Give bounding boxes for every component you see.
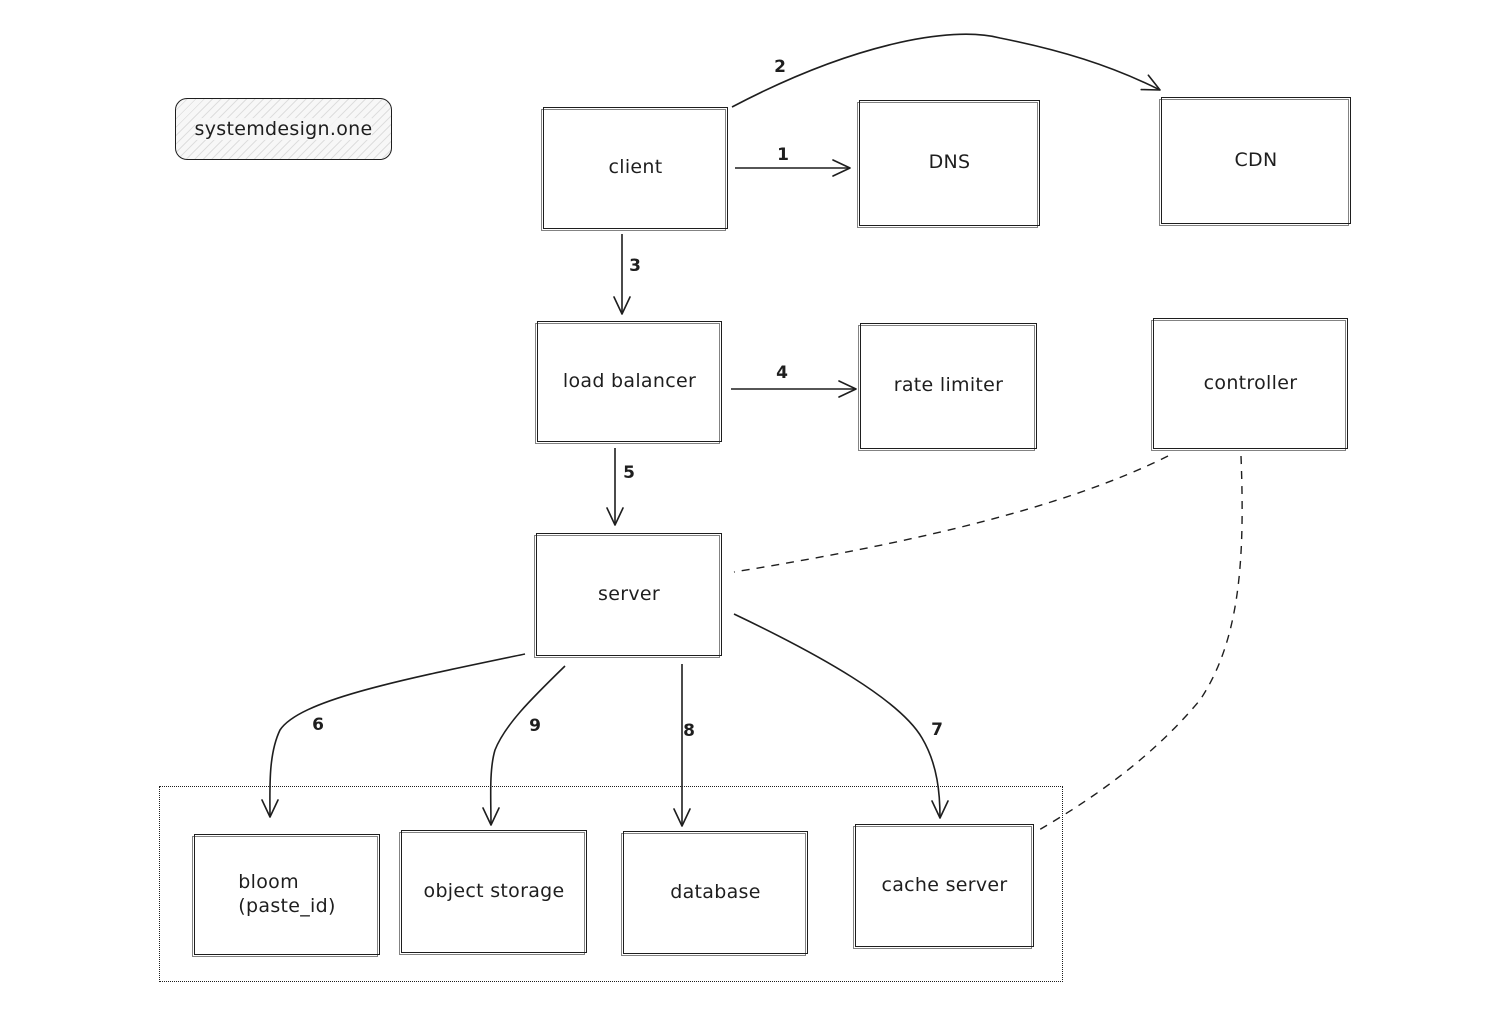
- edge-label-6: 6: [312, 715, 324, 735]
- node-rate-limiter: rate limiter: [858, 323, 1037, 451]
- node-load-balancer-label: load balancer: [562, 369, 697, 392]
- node-server-label: server: [598, 582, 660, 605]
- node-dns: DNS: [857, 100, 1040, 228]
- edge-label-1: 1: [777, 145, 789, 165]
- edge-label-2: 2: [774, 57, 786, 77]
- node-cdn: CDN: [1159, 97, 1351, 226]
- node-object-storage: object storage: [399, 830, 587, 955]
- node-dns-label: DNS: [928, 151, 971, 174]
- node-controller-label: controller: [1203, 371, 1298, 394]
- edge-label-4: 4: [776, 363, 788, 383]
- node-object-storage-label: object storage: [423, 879, 565, 902]
- node-cache-server: cache server: [853, 824, 1034, 949]
- brand-tag: systemdesign.one: [175, 98, 392, 160]
- node-server: server: [534, 533, 722, 658]
- node-rate-limiter-label: rate limiter: [893, 374, 1004, 397]
- arrow-server-cache-server: [733, 613, 949, 819]
- node-load-balancer: load balancer: [535, 321, 722, 444]
- node-controller: controller: [1151, 318, 1348, 451]
- edge-label-8: 8: [683, 721, 695, 741]
- arrow-server-bloom: [261, 653, 526, 818]
- node-database: database: [621, 831, 808, 956]
- node-client: client: [541, 107, 728, 231]
- edge-label-9: 9: [529, 716, 541, 736]
- edge-label-5: 5: [623, 463, 635, 483]
- node-client-label: client: [608, 156, 663, 179]
- edge-label-3: 3: [629, 256, 641, 276]
- storage-group-boundary: [159, 786, 1063, 982]
- node-database-label: database: [670, 880, 761, 903]
- arrow-client-cdn: [731, 33, 1161, 108]
- node-bloom: bloom (paste_id): [192, 834, 380, 957]
- node-bloom-label: bloom (paste_id): [238, 870, 336, 917]
- dashed-link-controller-server: [733, 455, 1169, 573]
- edge-label-7: 7: [931, 720, 943, 740]
- node-cache-server-label: cache server: [881, 873, 1008, 896]
- arrow-server-object-storage: [482, 665, 566, 826]
- dashed-link-controller-cache-server: [1038, 455, 1243, 831]
- brand-tag-label: systemdesign.one: [194, 118, 373, 140]
- node-cdn-label: CDN: [1234, 148, 1278, 171]
